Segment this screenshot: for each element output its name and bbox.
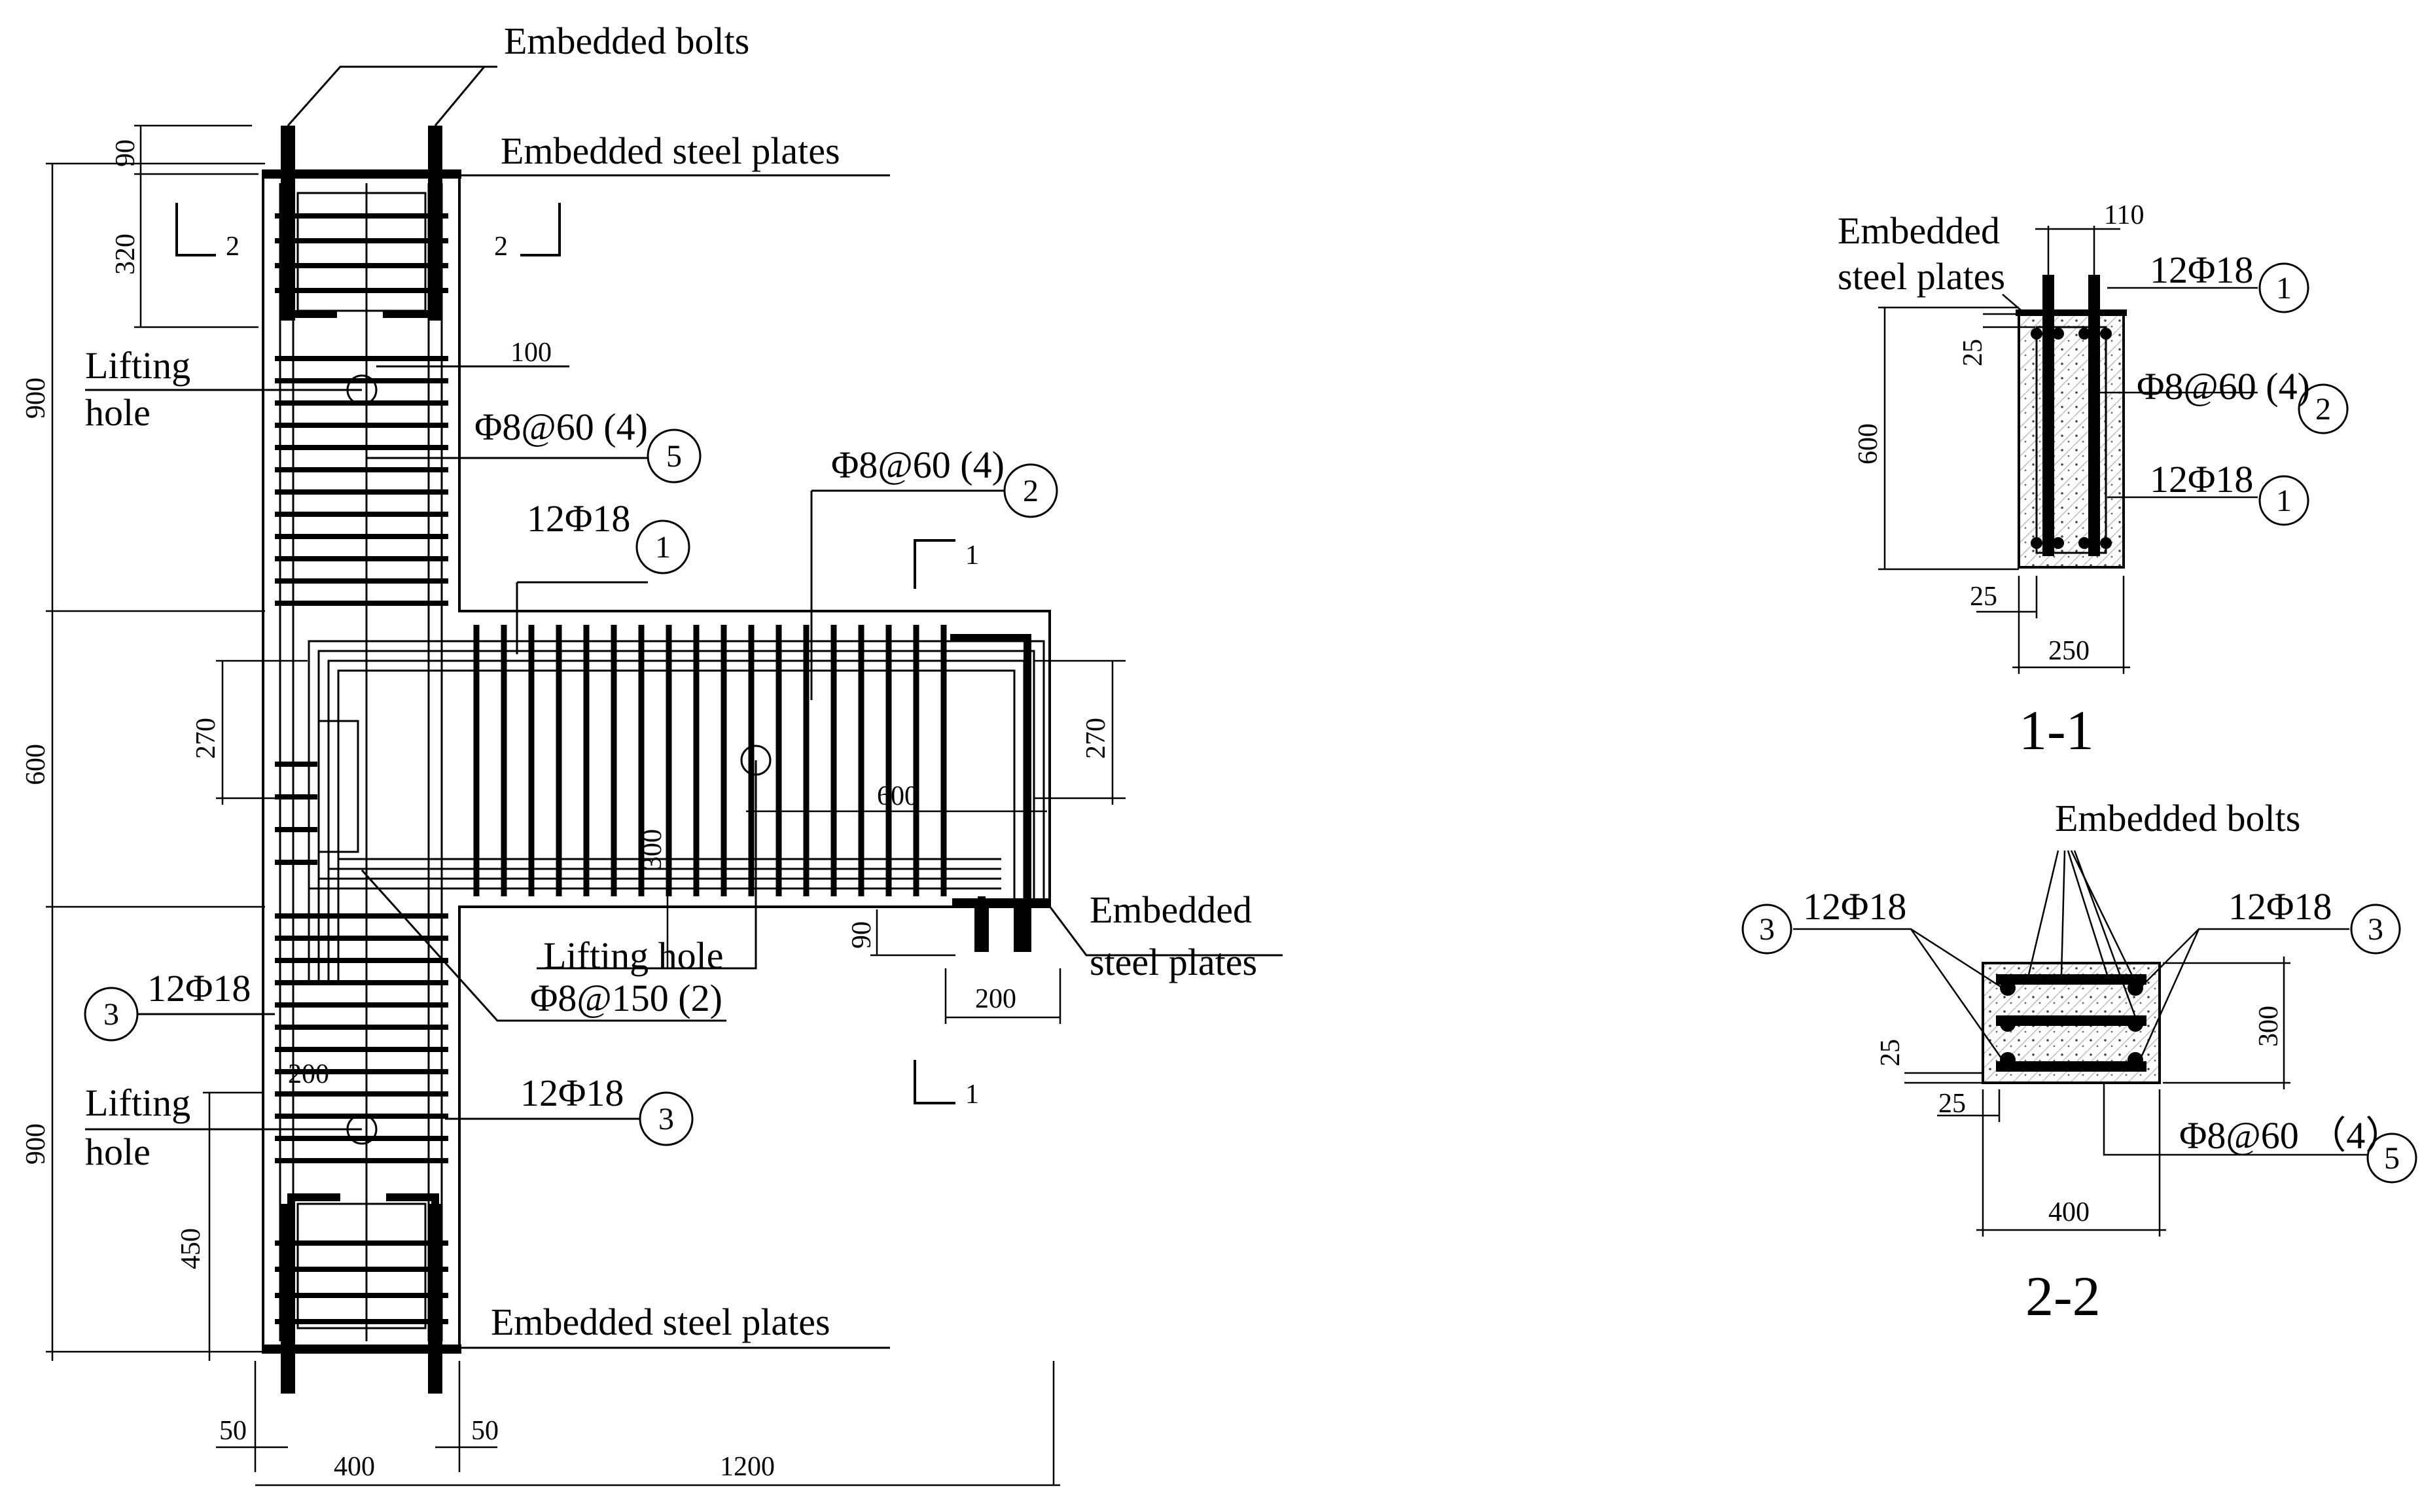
embedded-bolts: [281, 126, 1028, 1394]
section-2-2-title: 2-2: [2025, 1265, 2101, 1327]
section-2-2-callout-5-num: 5: [2384, 1141, 2400, 1176]
section-1-1-callout-2-num: 2: [2315, 392, 2331, 427]
callout-3b-circle: [639, 1091, 694, 1146]
beam-stirrups: [473, 625, 947, 896]
section-1-1-dim-25a: 25: [1958, 339, 1988, 366]
section-1-1-title: 1-1: [2019, 699, 2094, 762]
section-1-1-dim-600: 600: [1853, 423, 1883, 465]
label-plates-top: Embedded steel plates: [501, 130, 840, 172]
main-dimension-lines: [46, 124, 1126, 1486]
label-embedded-bolts: Embedded bolts: [504, 20, 749, 62]
section-mark-2-right: 2: [494, 232, 508, 262]
callout-4-text: Φ8@150 (2): [530, 977, 722, 1019]
dim-50-left: 50: [219, 1416, 247, 1446]
label-plates-right-2: steel plates: [1090, 941, 1257, 983]
label-lifting-mid: Lifting hole: [543, 934, 723, 977]
member-outline: [262, 174, 1051, 1349]
callout-1-number: 1: [655, 530, 671, 565]
section-2-2: [1741, 850, 2417, 1237]
section-mark-2-left: 2: [226, 232, 240, 262]
callout-circles-main: [84, 429, 1058, 1146]
label-lifting-bot-1: Lifting: [85, 1081, 190, 1124]
section-1-1: [1878, 226, 2349, 674]
section-1-1-callout-1a-text: 12Φ18: [2150, 249, 2253, 291]
dim-90b: 90: [847, 921, 877, 949]
section-mark-1-top: 1: [965, 540, 979, 571]
callout-1-circle: [635, 519, 690, 574]
section-1-1-plates-2: steel plates: [1838, 255, 2005, 298]
dim-600b: 600: [877, 781, 918, 811]
top-u-bar: [284, 186, 439, 318]
section-1-1-dim-110: 110: [2104, 200, 2144, 230]
dim-900b: 900: [21, 1123, 51, 1165]
bottom-inner-box: [296, 1203, 427, 1329]
dim-90: 90: [111, 139, 141, 167]
dim-600: 600: [21, 744, 51, 785]
section-2-2-bolts-label: Embedded bolts: [2055, 797, 2300, 839]
callout-2-text: Φ8@60 (4): [831, 444, 1005, 486]
dim-450: 450: [176, 1228, 206, 1269]
section-1-1-callout-2-text: Φ8@60 (4): [2137, 365, 2310, 408]
section-2-2-leaders: [1793, 850, 2369, 1237]
section-2-2-dim-400: 400: [2048, 1197, 2090, 1227]
section-2-2-dim-25a: 25: [1876, 1039, 1906, 1066]
section-2-2-callout-3l-text: 12Φ18: [1803, 885, 1906, 928]
section-2-2-callout-3r-num: 3: [2368, 912, 2383, 947]
callout-1-text: 12Φ18: [527, 497, 630, 540]
dim-270-left: 270: [191, 718, 221, 759]
dim-100: 100: [510, 338, 552, 368]
label-plates-right-1: Embedded: [1090, 888, 1252, 931]
section-2-2-callout-3l-num: 3: [1759, 912, 1775, 947]
section-2-2-dim-25b: 25: [1938, 1089, 1966, 1119]
section-cut-marks: [175, 203, 955, 1104]
callout-5-text: Φ8@60 (4): [474, 406, 648, 448]
callout-2-circle: [1003, 463, 1058, 518]
callout-5-circle: [647, 429, 702, 483]
section-1-1-plates-1: Embedded: [1838, 209, 2000, 252]
main-elevation: [262, 126, 1051, 1394]
dim-200-beam: 200: [975, 984, 1016, 1014]
dim-50-right: 50: [471, 1416, 499, 1446]
label-plates-bottom: Embedded steel plates: [491, 1301, 830, 1343]
column-stirrups: [275, 213, 448, 1324]
dim-270-right: 270: [1081, 718, 1111, 759]
section-1-1-concrete: [2018, 311, 2125, 569]
label-lifting-top-1: Lifting: [85, 344, 190, 387]
section-2-2-circles: [1741, 904, 2417, 1184]
section-1-1-callout-1b-num: 1: [2276, 483, 2292, 518]
callout-3a-number: 3: [103, 997, 119, 1032]
section-1-1-circles: [2258, 262, 2349, 526]
section-2-2-callout-3r-text: 12Φ18: [2228, 885, 2332, 928]
dim-900a: 900: [21, 378, 51, 419]
label-lifting-top-2: hole: [85, 391, 151, 434]
section-1-1-callout-1b-text: 12Φ18: [2150, 458, 2253, 501]
section-1-1-bars: [2031, 328, 2112, 549]
dim-200-col: 200: [288, 1059, 329, 1089]
section-1-1-core: [2035, 326, 2107, 554]
main-leaders: [85, 65, 1283, 1349]
label-lifting-bot-2: hole: [85, 1131, 151, 1173]
section-1-1-dim-250: 250: [2048, 636, 2090, 666]
callout-3b-number: 3: [658, 1102, 674, 1136]
section-2-2-bars: [2000, 980, 2143, 1068]
section-mark-1-bottom: 1: [965, 1080, 979, 1110]
section-1-1-callout-1a-num: 1: [2276, 271, 2292, 306]
callout-3a-text: 12Φ18: [147, 967, 251, 1010]
callout-5-number: 5: [666, 439, 682, 474]
dim-400: 400: [334, 1452, 375, 1482]
dim-1200: 1200: [720, 1452, 775, 1482]
callout-3b-text: 12Φ18: [520, 1072, 624, 1114]
section-1-1-dim-25b: 25: [1970, 582, 1997, 612]
callout-2-number: 2: [1023, 474, 1039, 508]
dim-320: 320: [111, 234, 141, 275]
dim-300: 300: [637, 829, 668, 870]
section-2-2-dim-300: 300: [2254, 1006, 2284, 1047]
section-1-1-leaders: [1878, 226, 2258, 674]
top-inner-box: [296, 192, 427, 312]
section-1-1-bolts: [2042, 275, 2100, 556]
section-2-2-callout-5-text: Φ8@60 （4）: [2179, 1114, 2403, 1157]
callout-3a-circle: [84, 987, 139, 1042]
